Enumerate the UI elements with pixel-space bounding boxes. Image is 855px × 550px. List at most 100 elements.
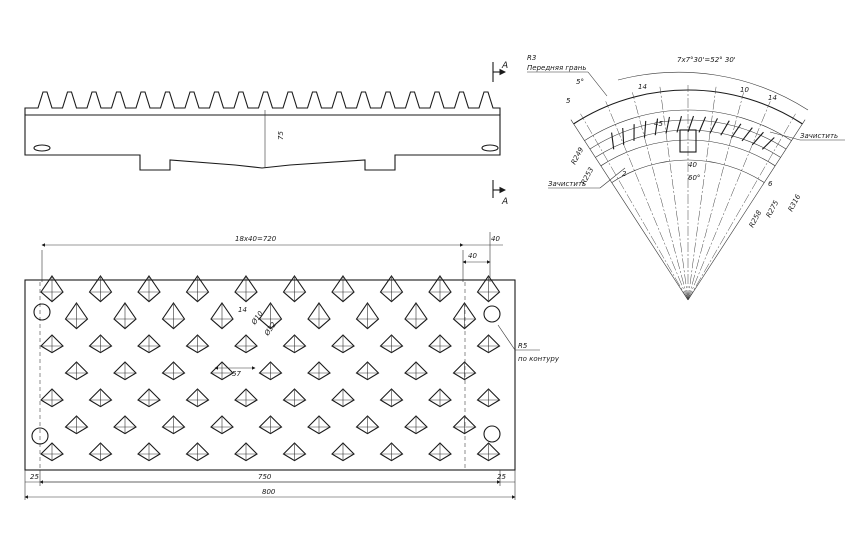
arc-edge bbox=[687, 119, 806, 301]
dia-small-dim: Ø10 bbox=[250, 309, 266, 327]
arc-ray bbox=[687, 92, 744, 301]
tooth-spacing-dim: 57 bbox=[232, 370, 241, 378]
end-dim-inner: 40 bbox=[468, 252, 477, 260]
plan-tooth bbox=[282, 442, 307, 462]
plan-tooth bbox=[258, 361, 283, 381]
plan-tooth bbox=[452, 302, 477, 330]
plan-tooth bbox=[428, 275, 452, 303]
plan-tooth bbox=[355, 302, 380, 330]
arc-ray bbox=[632, 92, 689, 301]
plan-view: 18x40=720 40 40 14 Ø10 Ø32 57 R5 по конт… bbox=[24, 232, 560, 500]
section-label-bottom: A bbox=[501, 197, 508, 207]
arc-tooth bbox=[709, 118, 718, 134]
arc-radius bbox=[600, 139, 776, 167]
plan-tooth bbox=[331, 334, 355, 354]
arc-ray bbox=[687, 86, 717, 301]
arc-tooth bbox=[611, 132, 615, 150]
arc-tooth bbox=[676, 115, 683, 133]
plan-tooth bbox=[258, 302, 283, 330]
edge-right-dim: 25 bbox=[497, 473, 506, 481]
plan-tooth bbox=[355, 415, 380, 435]
clean-note-left: Зачистить bbox=[548, 180, 586, 188]
plan-tooth bbox=[161, 415, 186, 435]
arc-tooth bbox=[741, 127, 753, 142]
plan-tooth bbox=[331, 388, 355, 408]
arc-radius bbox=[611, 159, 765, 183]
plan-tooth bbox=[379, 442, 404, 462]
arc-ray bbox=[687, 113, 796, 301]
arc-tooth bbox=[761, 137, 775, 150]
plan-tooth bbox=[476, 442, 501, 462]
end-dim-top: 40 bbox=[491, 235, 500, 243]
plan-tooth bbox=[40, 442, 64, 462]
plan-tooth bbox=[428, 388, 452, 408]
dim-45: 45 bbox=[654, 120, 663, 128]
radius-note-1: R5 bbox=[518, 342, 528, 350]
r258-dim: R258 bbox=[748, 209, 764, 229]
plan-tooth bbox=[379, 334, 404, 354]
tooth-width-dim: 14 bbox=[238, 306, 247, 314]
arc-ray bbox=[605, 101, 689, 301]
section-body bbox=[24, 114, 501, 171]
plan-tooth bbox=[88, 388, 113, 408]
plan-tooth bbox=[210, 415, 234, 435]
dim-2: 2 bbox=[622, 170, 627, 178]
arc-tooth bbox=[751, 131, 764, 146]
plan-tooth bbox=[137, 334, 161, 354]
dia-large-dim: Ø32 bbox=[263, 320, 279, 338]
plan-tooth bbox=[282, 334, 307, 354]
hole-bottom-right bbox=[483, 425, 501, 443]
plan-tooth bbox=[307, 302, 331, 330]
dim-14b: 14 bbox=[768, 94, 777, 102]
plan-tooth bbox=[113, 302, 137, 330]
angle-note: 7x7°30'=52° 30' bbox=[677, 56, 736, 64]
dim-40: 40 bbox=[688, 161, 697, 169]
arc-view: 7x7°30'=52° 30' R3 Передняя грань 5° 14 … bbox=[527, 54, 845, 301]
thickness-dim: 75 bbox=[277, 131, 285, 140]
plan-tooth bbox=[379, 275, 404, 303]
plan-tooth bbox=[307, 415, 331, 435]
section-label-top: A bbox=[501, 61, 508, 71]
arc-tooth bbox=[698, 116, 707, 133]
plan-tooth bbox=[234, 442, 258, 462]
arc-tooth bbox=[731, 123, 742, 139]
hole-top-left bbox=[33, 303, 51, 321]
plan-tooth bbox=[355, 361, 380, 381]
arc-tooth bbox=[687, 115, 695, 133]
arc-construction bbox=[570, 71, 809, 301]
plan-tooth bbox=[331, 442, 355, 462]
left-slot bbox=[33, 144, 51, 152]
angle-60: 60° bbox=[688, 174, 700, 182]
arc-tooth bbox=[622, 127, 625, 145]
angle-5: 5° bbox=[576, 78, 584, 86]
plan-tooth bbox=[40, 334, 64, 354]
dim-5: 5 bbox=[566, 97, 571, 105]
plan-tooth bbox=[185, 442, 210, 462]
angle-arc bbox=[617, 71, 809, 111]
plan-tooth bbox=[307, 361, 331, 381]
plan-tooth bbox=[210, 302, 234, 330]
arc-ray bbox=[659, 86, 689, 301]
plan-tooth bbox=[88, 275, 113, 303]
plan-tooth bbox=[234, 275, 258, 303]
plan-tooth bbox=[64, 415, 89, 435]
plan-tooth bbox=[161, 361, 186, 381]
plan-tooth bbox=[452, 415, 477, 435]
plan-tooth bbox=[476, 334, 501, 354]
arc-edge bbox=[570, 119, 689, 301]
plan-tooth bbox=[210, 361, 234, 381]
section-view: 75 A A bbox=[24, 61, 508, 207]
plan-tooth bbox=[137, 275, 161, 303]
section-teeth bbox=[24, 91, 501, 115]
plan-tooth bbox=[88, 442, 113, 462]
r249-dim: R249 bbox=[570, 146, 586, 166]
hole-top-right bbox=[483, 305, 501, 323]
plan-tooth bbox=[64, 361, 89, 381]
r3-note: R3 bbox=[527, 54, 536, 62]
dim-6: 6 bbox=[768, 180, 773, 188]
plate-outline bbox=[24, 279, 516, 471]
plan-tooth bbox=[452, 361, 477, 381]
right-slot bbox=[481, 144, 499, 152]
plan-tooth bbox=[161, 302, 186, 330]
